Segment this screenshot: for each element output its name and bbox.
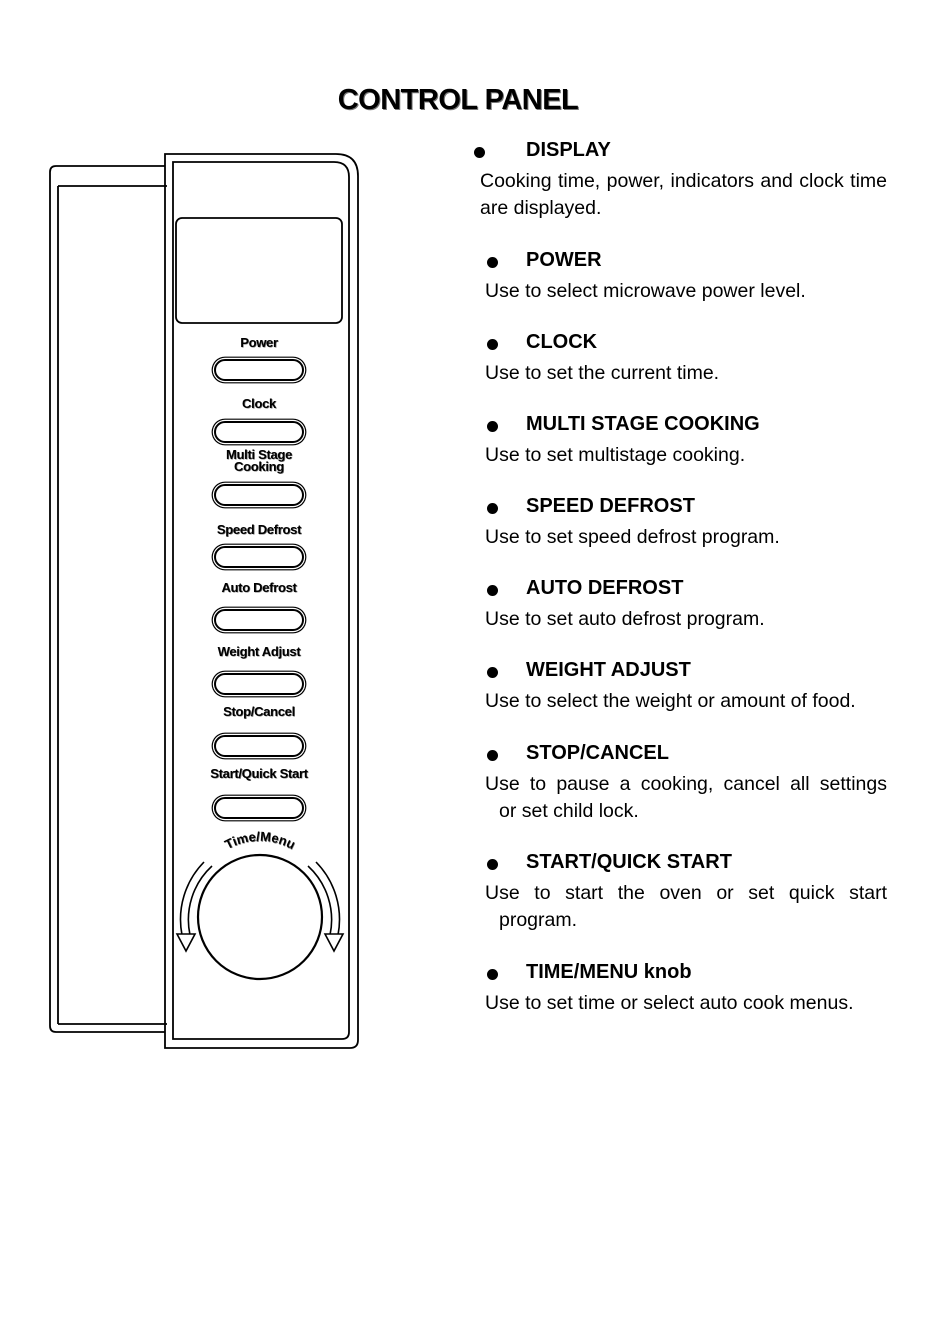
description-item: STOP/CANCEL Use to pause a cooking, cance… [470, 742, 890, 825]
stop-cancel-label-line: Stop/Cancel [223, 704, 295, 719]
speed-defrost-button[interactable] [214, 546, 304, 568]
start-quick-start-label-line: Start/Quick Start [210, 766, 308, 781]
description-title: START/QUICK START [526, 851, 732, 873]
description-text: Use to pause a cooking, cancel all setti… [485, 771, 887, 825]
description-text-line: program. [499, 909, 578, 931]
display-window [175, 217, 343, 324]
description-title: TIME/MENU knob [526, 961, 692, 983]
bullet-icon [487, 859, 498, 870]
description-item: SPEED DEFROST Use to set speed defrost pr… [470, 495, 890, 551]
description-text-line: or set child lock. [499, 800, 639, 822]
weight-adjust-label: Weight Adjust [189, 644, 329, 659]
description-text: Use to set auto defrost program. [485, 608, 765, 630]
bullet-icon [487, 750, 498, 761]
stop-cancel-label: Stop/Cancel [189, 704, 329, 719]
speed-defrost-label-line: Speed Defrost [216, 522, 302, 537]
start-quick-start-button[interactable] [214, 797, 304, 819]
description-title: AUTO DEFROST [526, 577, 684, 599]
auto-defrost-button[interactable] [214, 609, 304, 631]
description-text: Use to start the oven or set quick start… [485, 880, 887, 934]
power-button[interactable] [214, 359, 304, 381]
description-heading: DISPLAY [470, 139, 890, 168]
weight-adjust-label-line: Weight Adjust [217, 644, 301, 659]
description-heading: START/QUICK START [470, 851, 890, 880]
knob-label: Time/Menu [222, 829, 298, 852]
description-text-line: Use to pause a cooking, cancel all setti… [485, 773, 887, 795]
description-heading: TIME/MENU knob [470, 961, 890, 990]
bullet-icon [487, 585, 498, 596]
clock-button[interactable] [214, 421, 304, 443]
power-label-line: Power [240, 335, 278, 350]
description-heading: WEIGHT ADJUST [470, 659, 890, 688]
clock-label: Clock [189, 396, 329, 411]
page-title: CONTROL PANEL [337, 84, 579, 116]
bullet-icon [487, 339, 498, 350]
weight-adjust-button[interactable] [214, 673, 304, 695]
description-title: WEIGHT ADJUST [526, 659, 691, 681]
description-item: CLOCK Use to set the current time. [470, 331, 890, 387]
speed-defrost-label: Speed Defrost [189, 522, 329, 537]
description-title: POWER [526, 249, 602, 271]
clock-label-line: Clock [242, 396, 276, 411]
description-heading: SPEED DEFROST [470, 495, 890, 524]
description-item: AUTO DEFROST Use to set auto defrost prog… [470, 577, 890, 633]
description-item: START/QUICK START Use to start the oven o… [470, 851, 890, 934]
description-text: Cooking time, power, indicators and cloc… [480, 170, 887, 219]
description-text: Use to set time or select auto cook menu… [485, 992, 854, 1014]
bullet-icon [487, 257, 498, 268]
description-text: Use to set speed defrost program. [485, 526, 780, 548]
bullet-icon [474, 147, 485, 158]
description-heading: POWER [470, 249, 890, 278]
description-title: STOP/CANCEL [526, 742, 669, 764]
auto-defrost-label-line: Auto Defrost [221, 580, 297, 595]
description-item: WEIGHT ADJUST Use to select the weight or… [470, 659, 890, 715]
description-title: CLOCK [526, 331, 598, 353]
description-item: POWER Use to select microwave power level… [470, 249, 890, 305]
description-item: DISPLAY Cooking time, power, indicators a… [470, 139, 890, 222]
description-text-line: Use to start the oven or set quick start [485, 882, 887, 904]
power-label: Power [189, 335, 329, 350]
multi-stage-cooking-label-line: Cooking [234, 459, 284, 474]
start-quick-start-label: Start/Quick Start [189, 766, 329, 781]
description-heading: CLOCK [470, 331, 890, 360]
description-text: Use to set multistage cooking. [485, 444, 746, 466]
description-heading: AUTO DEFROST [470, 577, 890, 606]
description-title: MULTI STAGE COOKING [526, 413, 760, 435]
bullet-icon [487, 421, 498, 432]
description-title: SPEED DEFROST [526, 495, 695, 517]
description-title: DISPLAY [526, 139, 611, 161]
description-heading: STOP/CANCEL [470, 742, 890, 771]
description-heading: MULTI STAGE COOKING [470, 413, 890, 442]
description-text: Use to select the weight or amount of fo… [485, 690, 856, 712]
description-text: Use to set the current time. [485, 362, 720, 384]
bullet-icon [487, 503, 498, 514]
description-item: MULTI STAGE COOKING Use to set multistage… [470, 413, 890, 469]
description-text: Use to select microwave power level. [485, 280, 806, 302]
auto-defrost-label: Auto Defrost [189, 580, 329, 595]
multi-stage-cooking-button[interactable] [214, 484, 304, 506]
bullet-icon [487, 667, 498, 678]
bullet-icon [487, 969, 498, 980]
time-menu-knob [175, 853, 345, 981]
multi-stage-cooking-label-line: Multi Stage [225, 447, 293, 462]
stop-cancel-button[interactable] [214, 735, 304, 757]
